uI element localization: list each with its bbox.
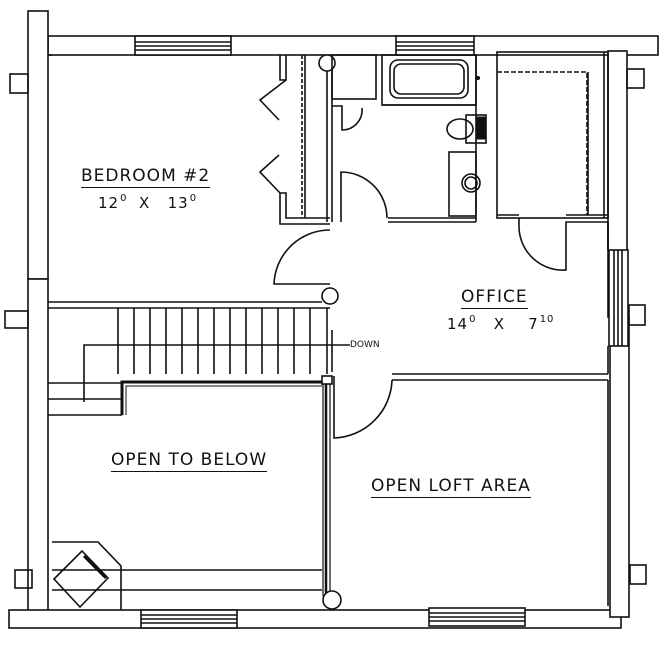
- office-name: OFFICE: [461, 287, 528, 309]
- chimney: [52, 541, 322, 610]
- open-to-below-name: OPEN TO BELOW: [111, 450, 268, 472]
- windows: [134, 35, 629, 629]
- loft-door: [331, 330, 609, 606]
- office-dim-a-sup: 0: [469, 314, 477, 325]
- loft-railing: [321, 375, 342, 610]
- bedroom-closet: [258, 54, 336, 225]
- open-loft-name: OPEN LOFT AREA: [371, 476, 531, 498]
- office-dim-b-sup: 10: [539, 314, 555, 325]
- office-dimensions: 140 X 710: [447, 314, 554, 333]
- closet-right: [496, 51, 609, 271]
- bedroom2-name: BEDROOM #2: [81, 166, 211, 188]
- office-dim-b: 7: [528, 315, 539, 333]
- bedroom2-dim-a: 12: [98, 194, 120, 212]
- bedroom-door: [273, 229, 339, 305]
- bedroom2-dim-a-sup: 0: [120, 193, 128, 204]
- stairs: [48, 301, 350, 416]
- bedroom2-x: X: [139, 194, 151, 212]
- office-dim-a: 14: [447, 315, 469, 333]
- bedroom2-dim-b: 13: [167, 194, 189, 212]
- stairs-down-label: DOWN: [350, 340, 380, 350]
- office-x: X: [493, 315, 506, 333]
- bedroom2-dim-b-sup: 0: [189, 193, 198, 204]
- bathroom: [331, 54, 487, 223]
- bedroom2-dimensions: 120 X 130: [98, 193, 197, 212]
